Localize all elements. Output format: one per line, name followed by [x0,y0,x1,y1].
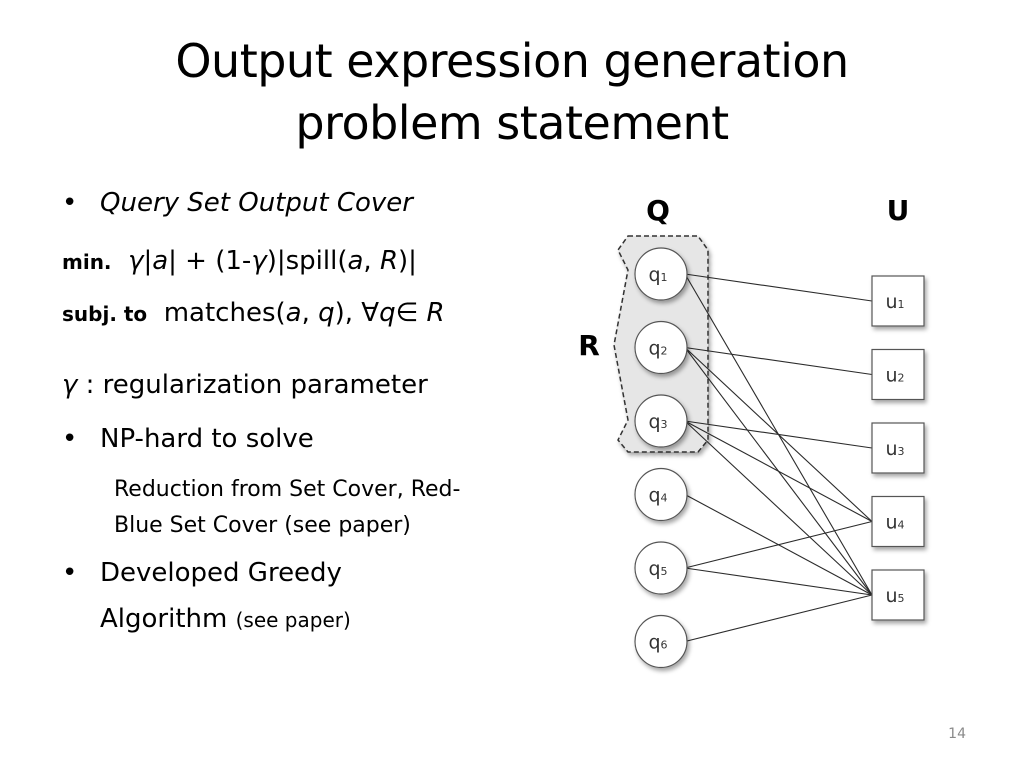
sub-item-line-2: Blue Set Cover (see paper) [114,513,411,538]
edge-q2-u2 [684,346,873,376]
r-set-label: R [578,329,600,362]
bipartite-diagram: Q U R q1 q2 q3 q4 q5 q6 u1 u2 u3 u4 u5 [578,194,925,669]
bullet-text: Query Set Output Cover [100,188,413,218]
title-line-2: problem statement [295,96,729,150]
page-number: 14 [948,726,966,742]
edge-q5-u5 [684,567,873,596]
q-node-2: q2 [634,320,688,375]
bullet-dot: • [62,188,78,218]
q-node-6: q6 [634,614,688,669]
subj-label: subj. to [62,302,148,326]
bullet-text: NP-hard to solve [100,424,314,454]
objective-line: min. γ|a| + (1-γ)|spill(a, R)| [62,246,417,276]
u-column-label: U [887,194,910,227]
u-node-4: u4 [871,495,925,548]
edge-q5-u4 [684,520,873,569]
constraint-expression: matches(a, q), ∀q∈ R [155,298,445,328]
edge-q3-u3 [684,420,873,449]
constraint-line: subj. to matches(a, q), ∀q∈ R [62,298,445,328]
edge-q1-u1 [684,273,873,302]
u-node-3: u3 [871,422,925,474]
min-label: min. [62,250,112,274]
objective-expression: γ|a| + (1-γ)|spill(a, R)| [128,246,417,276]
q-node-1: q1 [634,247,688,301]
q-node-4: q4 [634,467,688,522]
bullet-text-main: Algorithm [100,604,228,634]
u-node-5: u5 [871,569,925,621]
edges [684,273,873,643]
bullet-dot: • [62,558,78,588]
u-node-1: u1 [871,275,925,327]
u-node-2: u2 [871,348,925,401]
edge-q3-u5 [684,420,873,596]
sub-item-line-1: Reduction from Set Cover, Red- [114,477,461,502]
bullet-text-note: (see paper) [235,608,351,632]
title-line-1: Output expression generation [175,34,849,88]
u-nodes: u1 u2 u3 u4 u5 [871,275,925,621]
q-node-5: q5 [634,541,688,595]
q-nodes: q1 q2 q3 q4 q5 q6 [634,247,688,669]
edge-q6-u5 [684,594,873,643]
sub-item-reduction: Reduction from Set Cover, Red- Blue Set … [114,472,460,544]
q-column-label: Q [646,194,670,227]
gamma-definition: γ : regularization parameter [62,370,428,400]
bullet-dot: • [62,424,78,454]
q-node-3: q3 [634,394,688,448]
slide-title: Output expression generation problem sta… [0,30,1024,154]
bullet-text: Developed Greedy [100,558,342,588]
edge-q3-u4 [684,420,873,522]
